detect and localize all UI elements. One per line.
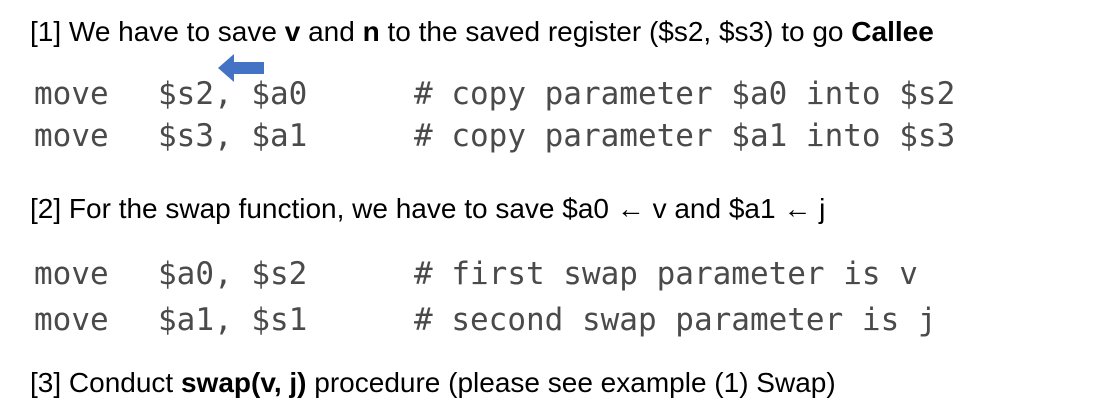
step-2-text: [2] For the swap function, we have to sa…: [30, 193, 826, 224]
code-1-line-1-op: move: [34, 76, 109, 112]
step-1-v: v: [284, 16, 301, 47]
left-arrow-shape: [218, 54, 264, 82]
step-3-suffix: procedure (please see example (1) Swap): [306, 367, 836, 398]
code-1-line-1-comment: # copy parameter $a0 into $s2: [414, 76, 956, 112]
step-1-n: n: [362, 16, 380, 47]
code-1-line-2-args: $s3, $a1: [158, 118, 308, 154]
step-1-text: [1] We have to save v and n to the saved…: [30, 15, 934, 49]
step-1-callee: Callee: [851, 16, 934, 47]
code-1-line-2-op: move: [34, 118, 109, 154]
step-3-prefix: [3] Conduct: [30, 367, 181, 398]
code-2-line-2-op: move: [34, 302, 109, 338]
code-2-line-1-op: move: [34, 256, 109, 292]
code-1-line-2-comment: # copy parameter $a1 into $s3: [414, 118, 956, 154]
left-arrow-icon: [218, 54, 264, 82]
step-1-middle: to the saved register ($s2, $s3) to go: [379, 16, 852, 47]
step-3-text: [3] Conduct swap(v, j) procedure (please…: [30, 366, 836, 400]
step-1-prefix: [1] We have to save: [30, 16, 285, 47]
code-1-line-1-args: $s2, $a0: [158, 76, 308, 112]
code-2-line-2-args: $a1, $s1: [158, 302, 308, 338]
step-1-and: and: [300, 16, 363, 47]
code-2-line-2-comment: # second swap parameter is j: [414, 302, 937, 338]
code-2-line-1-comment: # first swap parameter is v: [414, 256, 918, 292]
step-3-call: swap(v, j): [180, 367, 307, 398]
code-2-line-1-args: $a0, $s2: [158, 256, 308, 292]
